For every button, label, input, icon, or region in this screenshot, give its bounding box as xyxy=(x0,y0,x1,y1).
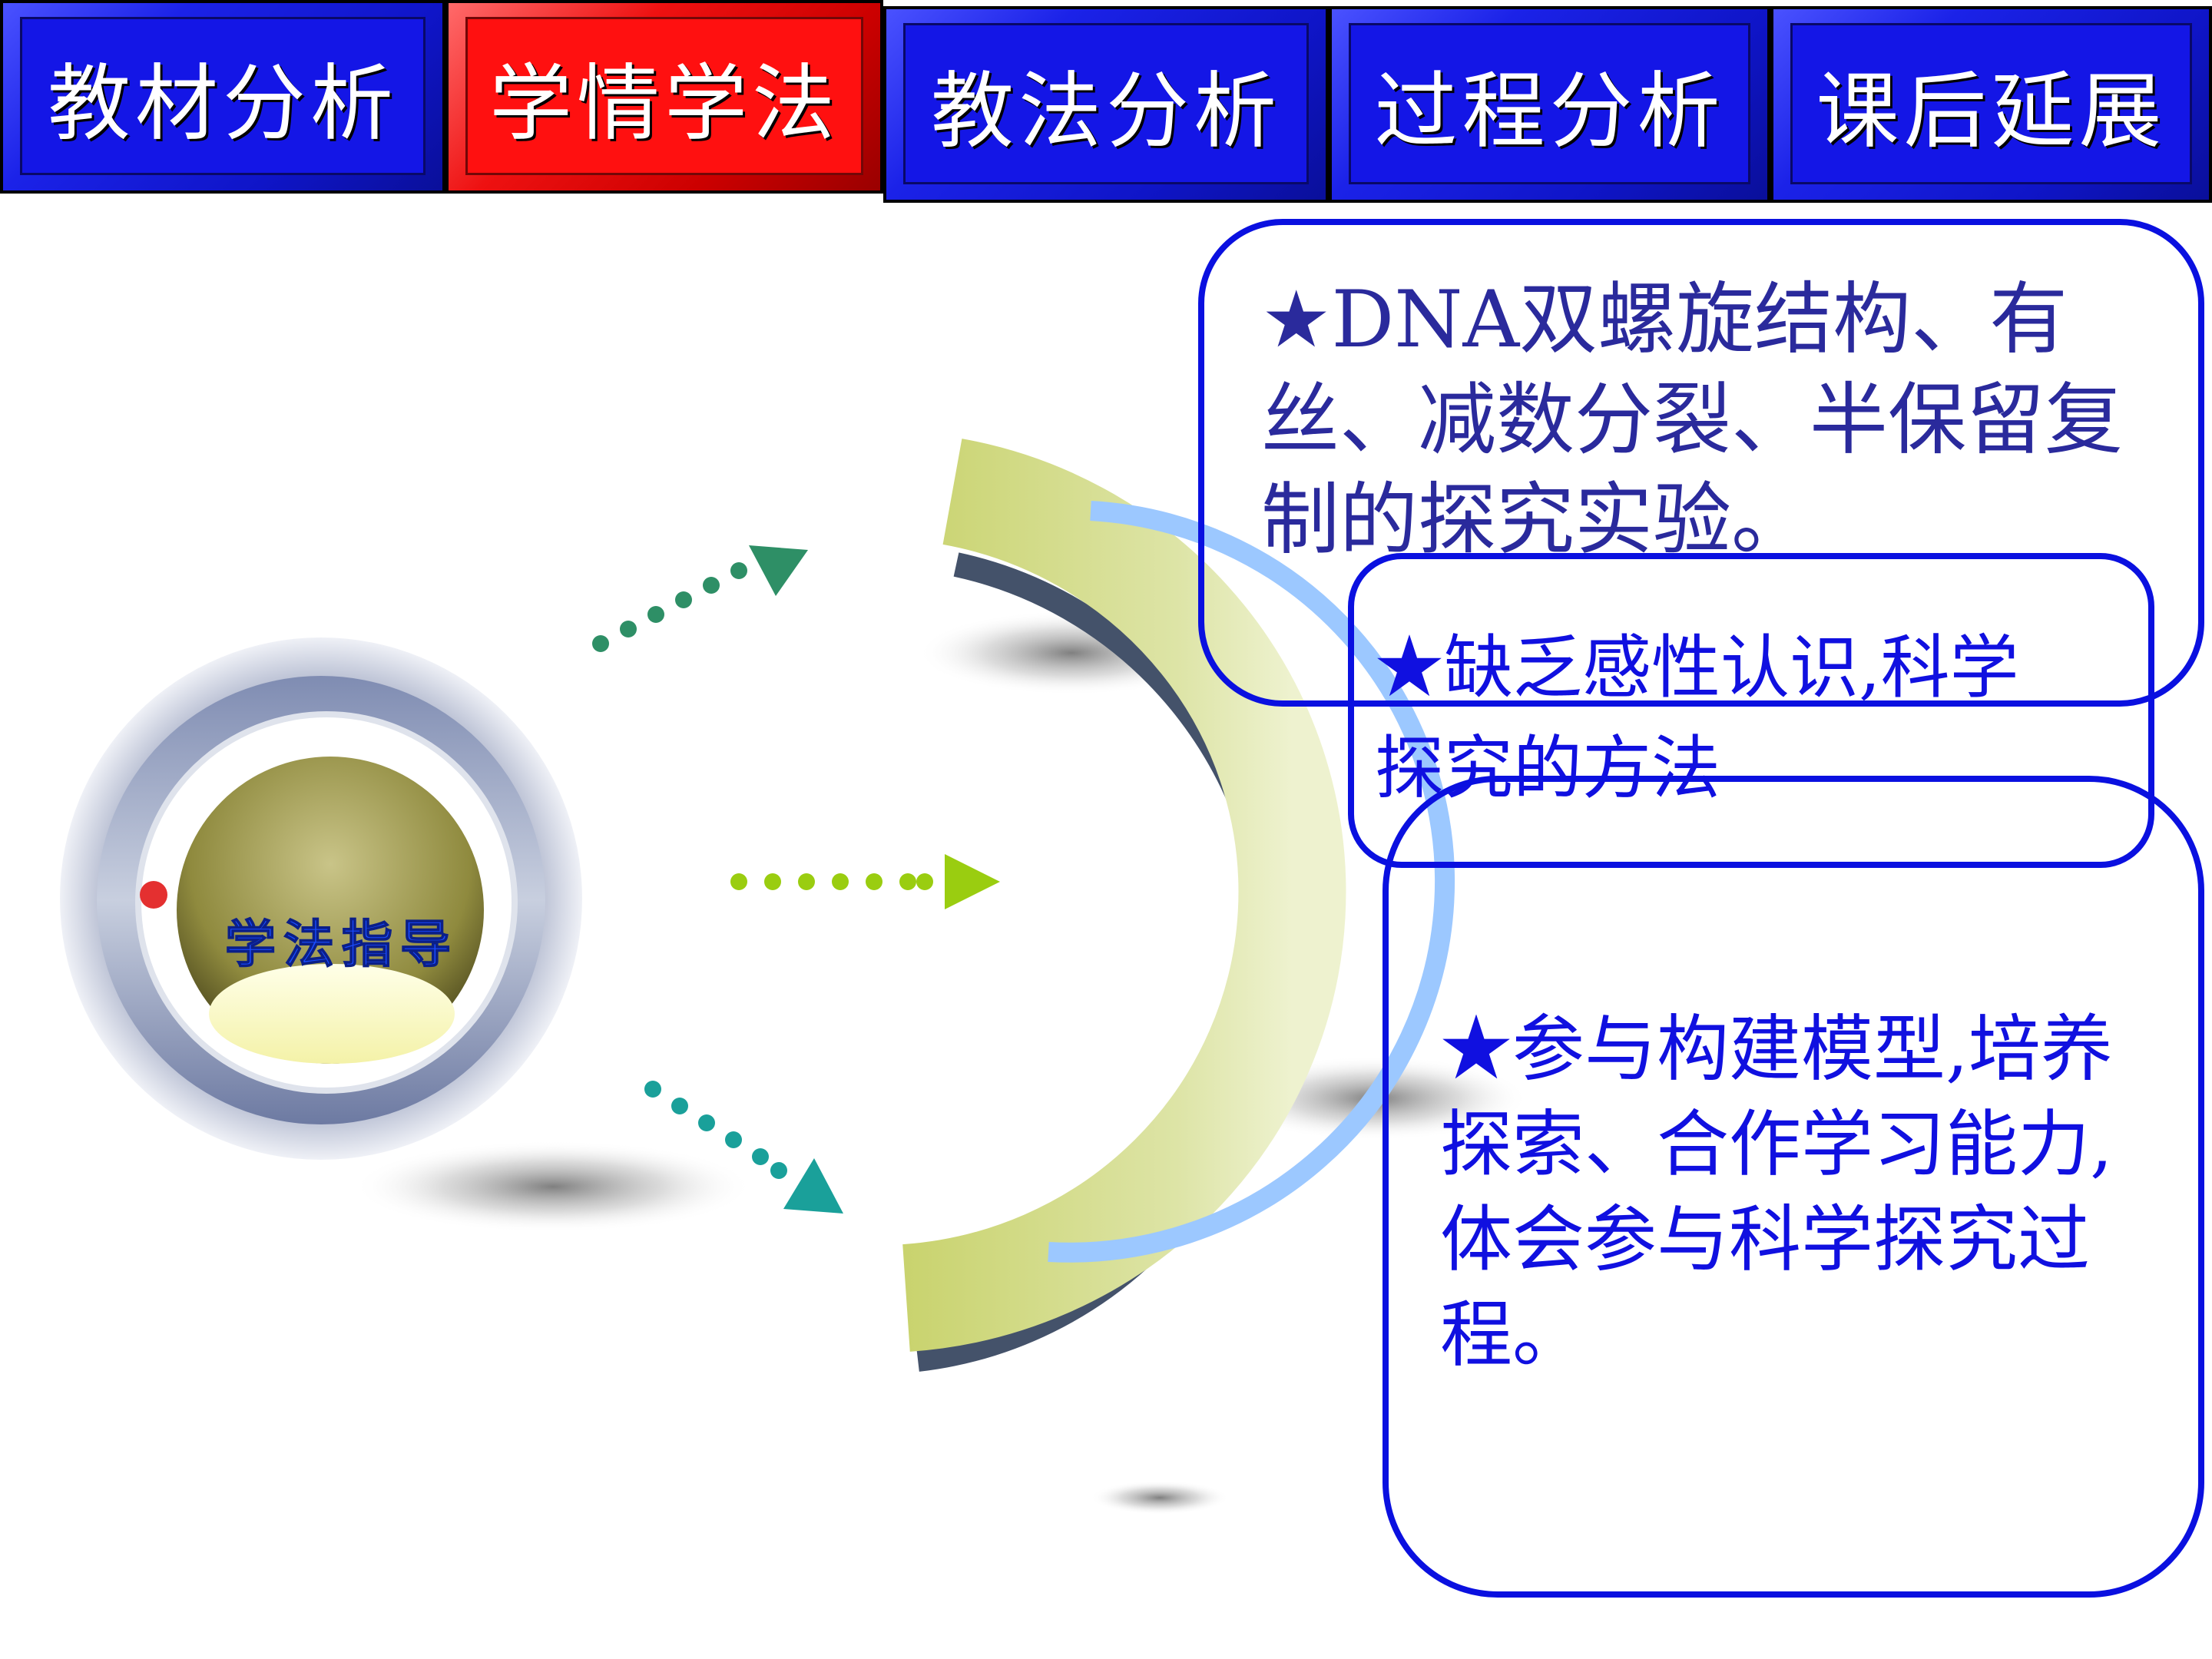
learning-method-box xyxy=(1382,776,2204,1598)
tab-label: 学情学法 xyxy=(488,56,839,152)
badge-glow xyxy=(209,964,455,1064)
tab-learning-situation[interactable]: 学情学法 xyxy=(445,0,883,194)
prior-knowledge-box xyxy=(1198,219,2204,707)
prior-knowledge-text: ★DNA双螺旋结构、有丝、减数分裂、半保留复制的探究实验。 xyxy=(1261,274,2123,567)
lacks-box xyxy=(1348,553,2154,868)
tab-process-analysis[interactable]: 过程分析 xyxy=(1329,6,1770,203)
badge-red-marker xyxy=(140,881,167,909)
shadow-ellipse xyxy=(353,1141,753,1233)
arc-blue-stripe xyxy=(1048,501,1455,1263)
tab-label: 课后延展 xyxy=(1816,64,2167,160)
tab-teaching-method[interactable]: 教法分析 xyxy=(883,6,1329,203)
tab-label: 过程分析 xyxy=(1374,64,1725,160)
badge-label: 学法指导 xyxy=(225,914,459,974)
arrow-up-right xyxy=(592,545,808,652)
tab-label: 教材分析 xyxy=(47,56,398,152)
arrow-right xyxy=(730,854,1000,909)
tab-label: 教法分析 xyxy=(930,64,1281,160)
tab-extension[interactable]: 课后延展 xyxy=(1770,6,2212,203)
tab-textbook-analysis[interactable]: 教材分析 xyxy=(0,0,445,194)
shadow-ellipse xyxy=(1091,1481,1229,1515)
arrow-down-right xyxy=(644,1081,843,1214)
learning-method-text: ★参与构建模型,培养探索、合作学习能力,体会参与科学探究过程。 xyxy=(1440,1008,2113,1378)
